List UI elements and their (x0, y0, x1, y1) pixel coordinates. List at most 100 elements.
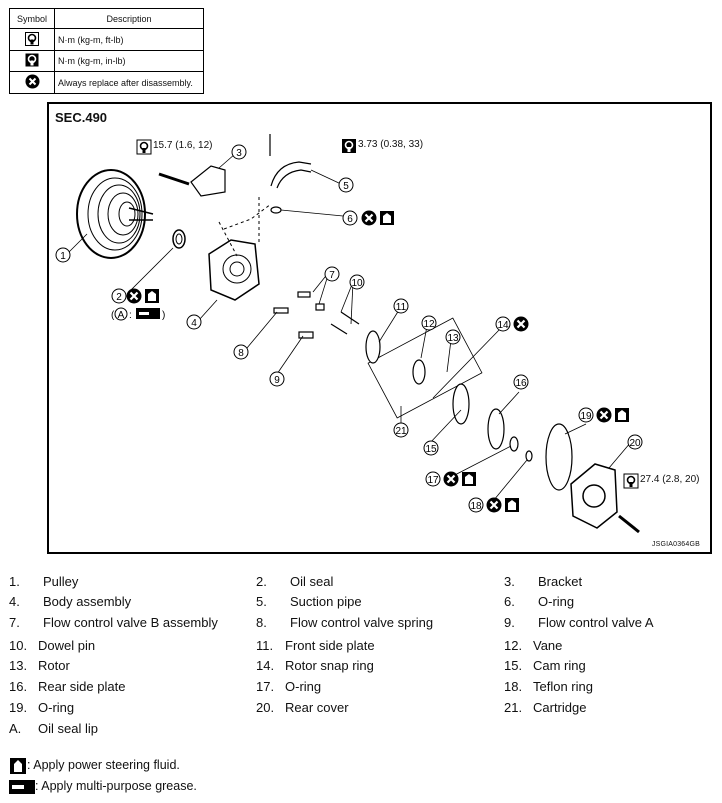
callout-9: 9 (269, 371, 285, 387)
note-grease: : Apply multi-purpose grease. (9, 776, 197, 797)
callout-20: 20 (627, 434, 643, 450)
svg-text:9: 9 (274, 375, 280, 386)
legend-name: O-ring (538, 594, 575, 609)
symbol-table: Symbol Description N·m (kg-m, ft-lb) N·m… (9, 7, 204, 94)
legend-name: Body assembly (43, 594, 132, 609)
legend-item: 11.Front side plate (256, 636, 375, 656)
legend-number: A. (9, 721, 22, 736)
legend-number: 18. (504, 679, 523, 694)
svg-text:18: 18 (470, 501, 482, 512)
svg-text:17: 17 (427, 475, 439, 486)
notes: : Apply power steering fluid. : Apply mu… (9, 755, 197, 797)
legend-number: 7. (9, 615, 20, 630)
legend-name: Flow control valve A (538, 615, 654, 630)
svg-text:5: 5 (343, 181, 349, 192)
legend-item: 10. Dowel pin (9, 636, 95, 656)
svg-text:19: 19 (580, 411, 592, 422)
legend-number: 2. (256, 574, 267, 589)
power-steering-fluid-icon (10, 757, 26, 774)
svg-text:4: 4 (191, 318, 197, 329)
legend-number: 19. (9, 700, 28, 715)
legend-item: 14. Rotor snap ring (256, 656, 374, 676)
body-assembly-drawing (208, 239, 260, 301)
legend-item: 16.Rear side plate (9, 677, 125, 697)
legend-name: O-ring (38, 700, 75, 715)
legend-item: 2. Oil seal (256, 572, 333, 592)
callout-12: 12 (421, 315, 437, 331)
svg-text:7: 7 (329, 270, 335, 281)
valve-parts-drawing (273, 291, 360, 339)
legend-number: 21. (504, 700, 523, 715)
torque-spec-2: 3.73 (0.38, 33) (358, 139, 424, 150)
cartridge-parts-drawing (365, 330, 573, 491)
svg-text:A: A (118, 310, 125, 321)
legend-name: Oil seal (290, 574, 334, 589)
legend-item: 21.Cartridge (504, 698, 586, 718)
legend-number: 15. (504, 658, 523, 673)
svg-text:11: 11 (396, 302, 407, 313)
svg-text:21: 21 (395, 426, 407, 437)
callout-17: 17 (425, 471, 441, 487)
legend-number: 1. (9, 574, 20, 589)
torque-spec-3: 27.4 (2.8, 20) (640, 474, 700, 485)
legend-item: 19. O-ring (9, 698, 74, 718)
svg-text:10: 10 (351, 278, 363, 289)
legend-item: 3.Bracket (504, 572, 582, 592)
legend-item: 5.Suction pipe (256, 592, 362, 612)
callout-16: 16 (513, 374, 529, 390)
callout-7: 7 (324, 266, 340, 282)
legend-number: 9. (504, 615, 515, 630)
legend-name: Suction pipe (290, 594, 362, 609)
legend-name: Oil seal lip (38, 721, 98, 736)
symbol-desc-3: Always replace after disassembly. (54, 71, 204, 94)
legend-name: Rotor snap ring (285, 658, 374, 673)
legend-number: 14. (256, 658, 275, 673)
legend-name: Dowel pin (38, 638, 96, 653)
callout-5: 5 (338, 177, 354, 193)
replace-x-icon (25, 74, 39, 89)
svg-text:3: 3 (236, 148, 242, 159)
legend-item: 20.Rear cover (256, 698, 349, 718)
legend-name: Flow control valve spring (290, 615, 434, 630)
svg-text:6: 6 (347, 214, 353, 225)
pulley-drawing (76, 169, 154, 259)
figure-code: JSGIA0364GB (651, 541, 700, 548)
section-label: SEC.490 (55, 110, 108, 125)
legend-name: Flow control valve B assembly (43, 615, 218, 630)
description-header: Description (54, 7, 204, 30)
note-fluid: : Apply power steering fluid. (9, 755, 197, 776)
legend-number: 10. (9, 638, 28, 653)
svg-text:1: 1 (60, 251, 66, 262)
svg-text:15: 15 (425, 444, 437, 455)
callout-21: 21 (393, 422, 409, 438)
legend-item: 17.O-ring (256, 677, 321, 697)
bracket-drawing (190, 165, 226, 197)
legend-item: 9. Flow control valve A (504, 613, 654, 633)
legend-name: Teflon ring (533, 679, 593, 694)
legend-number: 13. (9, 658, 28, 673)
legend-name: Bracket (538, 574, 583, 589)
callout-1: 1 (55, 247, 71, 263)
legend-item: 12.Vane (504, 636, 562, 656)
svg-text::: : (129, 310, 132, 321)
callout-3: 3 (231, 144, 247, 160)
legend-number: 20. (256, 700, 275, 715)
legend-number: 8. (256, 615, 267, 630)
legend-item: 8. Flow control valve spring (256, 613, 433, 633)
callout-11: 11 (393, 298, 409, 314)
svg-text:12: 12 (423, 319, 435, 330)
symbol-desc-2: N·m (kg-m, in-lb) (54, 49, 204, 73)
note-grease-text: : Apply multi-purpose grease. (35, 779, 197, 793)
callout-19: 19 (578, 407, 594, 423)
callout-8: 8 (233, 344, 249, 360)
grease-icon (9, 779, 35, 794)
callout-6: 6 (342, 210, 358, 226)
callout-2: 2 (111, 288, 127, 304)
legend-item: 15.Cam ring (504, 656, 586, 676)
svg-text:8: 8 (238, 348, 244, 359)
legend-item: 1.Pulley (9, 572, 78, 592)
svg-text:(: ( (111, 310, 115, 321)
legend-item: 7. Flow control valve B assembly (9, 613, 218, 633)
oil-seal-drawing (172, 229, 186, 249)
cartridge-box (367, 317, 483, 419)
